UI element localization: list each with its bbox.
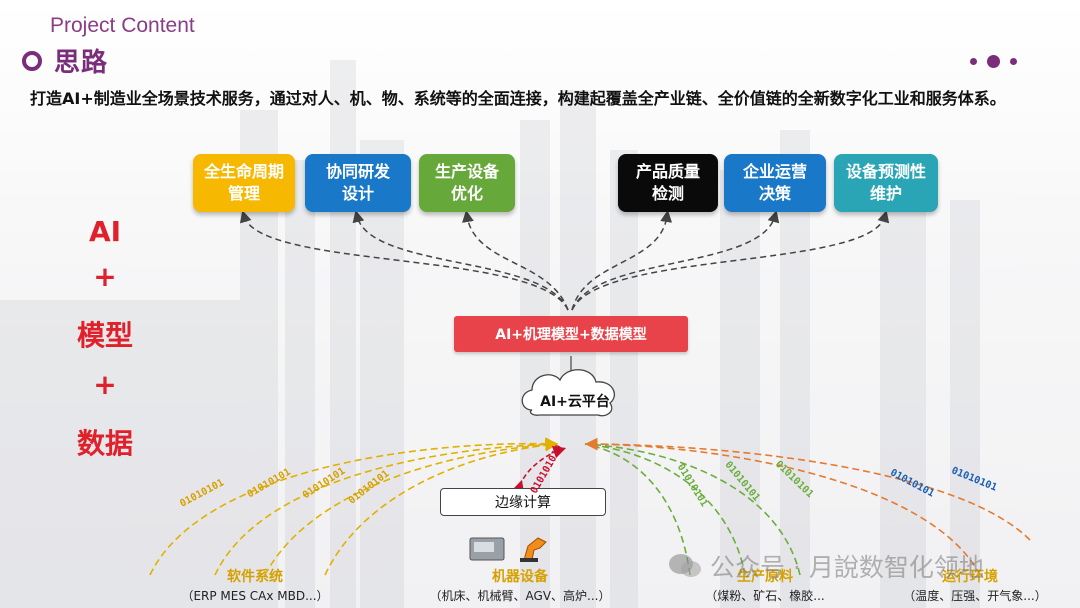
edge-computing-box: 边缘计算 xyxy=(440,488,606,516)
link-material-1 xyxy=(584,443,691,576)
intro-paragraph: 打造AI+制造业全场景技术服务，通过对人、机、物、系统等的全面连接，构建起覆盖全… xyxy=(30,89,1006,108)
environment-title: 运行环境 xyxy=(942,569,998,585)
box-line2: 维护 xyxy=(869,184,902,203)
left-title-plus-2: + xyxy=(93,368,117,401)
box-operation-decision: 企业运营决策 xyxy=(724,154,826,212)
circle-bullet-icon xyxy=(22,50,42,71)
decorative-dots xyxy=(965,55,1022,68)
section-subtitle-en: Project Content xyxy=(50,14,195,37)
box-line2: 设计 xyxy=(341,184,374,203)
arrow-to-maintenance xyxy=(571,210,890,311)
wechat-icon xyxy=(669,554,701,577)
left-title-model: 模型 xyxy=(76,319,133,352)
box-line2: 优化 xyxy=(450,184,483,203)
environment-subtitle: （温度、压强、开气象...） xyxy=(903,589,1047,603)
machine-equipment-icon xyxy=(469,537,547,562)
box-line1: 全生命周期 xyxy=(203,162,284,181)
link-env-1 xyxy=(584,437,981,576)
box-line1: 产品质量 xyxy=(635,162,700,181)
dot-icon xyxy=(987,55,1000,68)
edge-to-cloud-arrow xyxy=(511,445,567,495)
link-material-2 xyxy=(584,443,746,576)
software-systems-title: 软件系统 xyxy=(227,569,283,585)
link-software-1 xyxy=(149,437,559,576)
box-equipment-optimization: 生产设备优化 xyxy=(419,154,515,212)
left-title-ai: AI xyxy=(88,215,122,248)
slide-title: 思路 xyxy=(22,42,108,79)
box-line2: 检测 xyxy=(651,184,684,203)
link-material-3 xyxy=(584,443,801,576)
box-line1: 协同研发 xyxy=(325,162,390,181)
software-systems-subtitle: （ERP MES CAx MBD...） xyxy=(181,589,329,603)
arrow-to-rnd xyxy=(352,210,569,311)
dot-icon xyxy=(970,58,977,65)
box-collaborative-rnd: 协同研发设计 xyxy=(305,154,411,212)
machine-equipment-title: 机器设备 xyxy=(492,569,548,585)
arrow-to-quality xyxy=(571,210,673,311)
link-env-2 xyxy=(587,443,1031,541)
link-machine-1 xyxy=(264,438,559,576)
cloud-icon xyxy=(521,369,615,417)
raw-material-subtitle: （煤粉、矿石、橡胶... xyxy=(705,589,825,603)
left-title-data: 数据 xyxy=(76,427,133,460)
box-line1: 企业运营 xyxy=(742,162,807,181)
box-predictive-maintenance: 设备预测性维护 xyxy=(834,154,938,212)
box-quality-inspection: 产品质量检测 xyxy=(618,154,718,212)
raw-material-title: 生产原料 xyxy=(737,569,793,585)
title-text: 思路 xyxy=(54,48,109,78)
machine-equipment-subtitle: （机床、机械臂、AGV、高炉...） xyxy=(429,589,611,603)
watermark-text: 公众号 · 月說数智化领地 xyxy=(710,553,984,582)
ai-model-data-box: AI+机理模型+数据模型 xyxy=(454,316,688,352)
link-software-2 xyxy=(214,437,559,576)
arrow-to-equipment xyxy=(462,210,569,311)
box-line2: 管理 xyxy=(227,184,260,203)
arrow-to-lifecycle xyxy=(239,210,569,311)
box-line1: 设备预测性 xyxy=(845,162,926,181)
box-line2: 决策 xyxy=(758,184,791,203)
cloud-platform-label: AI+云平台 xyxy=(540,394,610,410)
left-title-plus-1: + xyxy=(93,260,117,293)
arrow-to-operation xyxy=(571,210,780,311)
box-lifecycle-management: 全生命周期管理 xyxy=(193,154,295,212)
dot-icon xyxy=(1010,58,1017,65)
box-line1: 生产设备 xyxy=(434,162,499,181)
